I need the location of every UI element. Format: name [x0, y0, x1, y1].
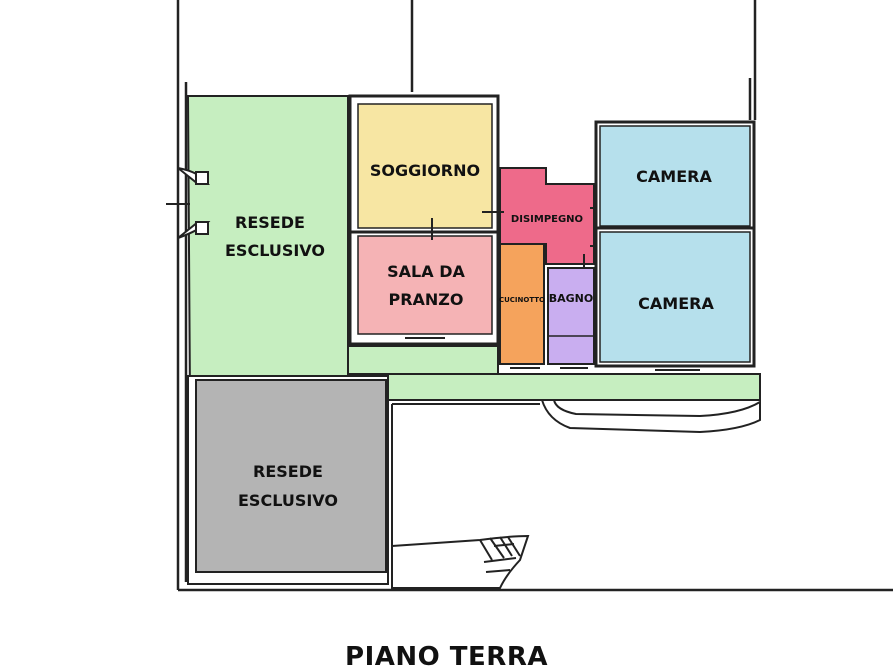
sala-pranzo-label-2: PRANZO: [388, 290, 463, 309]
resede-2-label-1: RESEDE: [253, 462, 323, 481]
room-resede-esclusivo-2: RESEDE ESCLUSIVO: [187, 375, 389, 585]
floor-plan: RESEDE ESCLUSIVO SOGGIORNO SALA DA PRANZ…: [166, 0, 893, 592]
room-sala-da-pranzo: SALA DA PRANZO: [348, 218, 500, 346]
sala-pranzo-label-1: SALA DA: [387, 262, 465, 281]
room-camera-2: CAMERA: [594, 226, 756, 371]
room-soggiorno: SOGGIORNO: [348, 94, 500, 234]
soggiorno-label: SOGGIORNO: [370, 161, 480, 180]
terrace: [540, 399, 761, 434]
disimpegno-label: DISIMPEGNO: [511, 214, 583, 225]
room-cucinotto: CUCINOTTO: [499, 243, 545, 369]
camera-2-label: CAMERA: [638, 294, 714, 313]
room-bagno: BAGNO: [547, 267, 595, 369]
camera-1-label: CAMERA: [636, 167, 712, 186]
resede-2-label-2: ESCLUSIVO: [238, 491, 338, 510]
boundary-lines: [176, 0, 893, 592]
resede-strip: [347, 345, 499, 375]
room-resede-esclusivo-1: RESEDE ESCLUSIVO: [186, 95, 761, 401]
entrance-door: [166, 167, 211, 239]
room-camera-1: CAMERA: [594, 120, 756, 230]
resede-1-label-2: ESCLUSIVO: [225, 241, 325, 260]
floor-caption: PIANO TERRA: [345, 642, 548, 672]
resede-1-label-1: RESEDE: [235, 213, 305, 232]
bagno-label: BAGNO: [549, 292, 593, 305]
staircase: [391, 534, 530, 589]
cucinotto-label: CUCINOTTO: [499, 296, 545, 304]
lower-walls: [391, 403, 540, 546]
